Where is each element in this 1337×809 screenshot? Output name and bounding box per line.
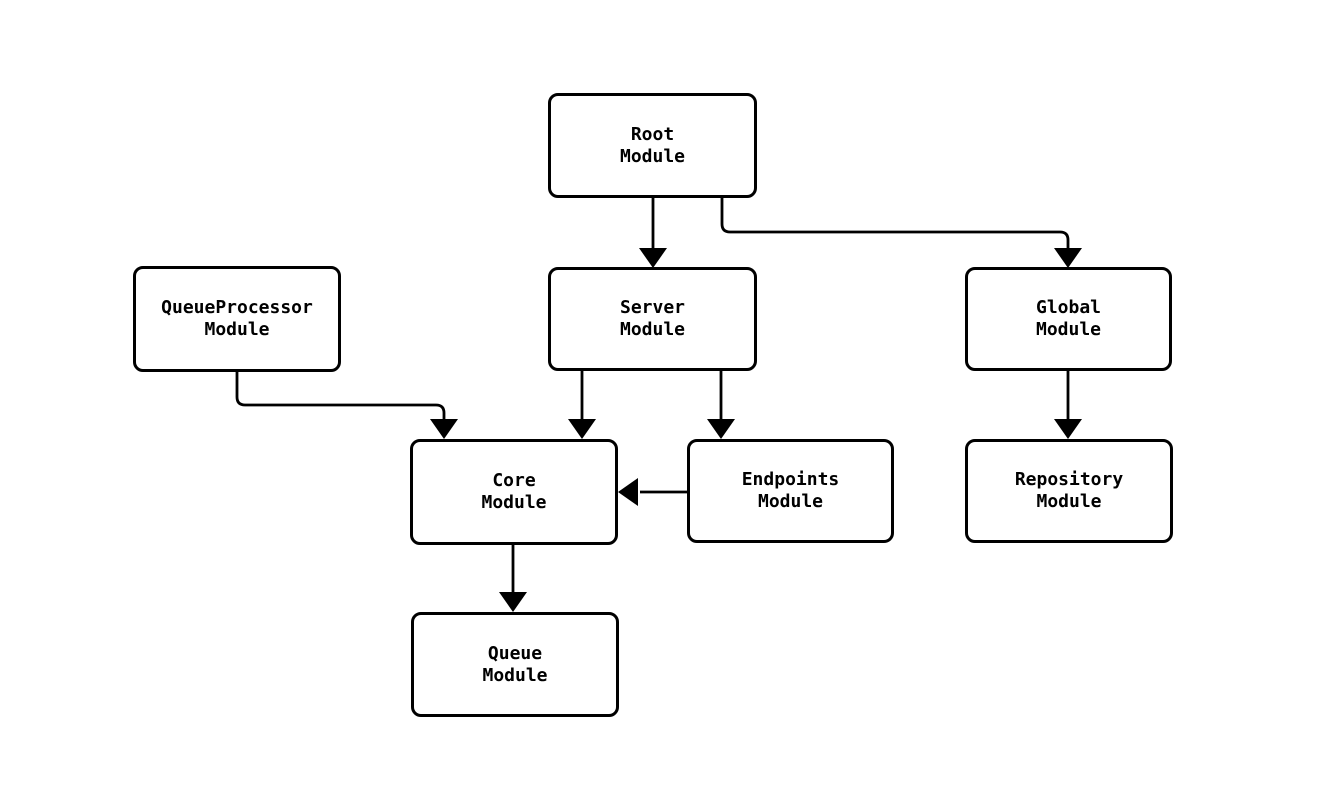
node-repository-module: Repository Module	[965, 439, 1173, 543]
arrowhead	[639, 248, 667, 268]
edge-line	[235, 371, 446, 421]
node-title: Queue	[487, 642, 543, 664]
edge-global-to-repository	[1054, 371, 1082, 439]
node-queueprocessor-module: QueueProcessor Module	[133, 266, 341, 372]
edge-root-to-server	[639, 198, 667, 268]
node-title: Root	[630, 123, 675, 145]
node-subtitle: Module	[481, 492, 547, 513]
node-server-module: Server Module	[548, 267, 757, 371]
arrowhead	[618, 478, 638, 506]
node-subtitle: Module	[757, 491, 824, 512]
node-subtitle: Module	[482, 664, 548, 686]
arrowhead	[430, 419, 458, 439]
edge-queueprocessor-to-core	[235, 371, 458, 439]
arrowhead	[568, 419, 596, 439]
node-subtitle: Module	[1035, 319, 1102, 340]
edge-line	[720, 198, 1070, 250]
node-title: Core	[492, 470, 536, 491]
node-title: Endpoints	[741, 469, 840, 490]
node-global-module: Global Module	[965, 267, 1172, 371]
arrowhead	[1054, 419, 1082, 439]
edge-core-to-queue	[499, 545, 527, 612]
node-endpoints-module: Endpoints Module	[687, 439, 894, 543]
edge-endpoints-to-core	[618, 478, 687, 506]
node-title: Global	[1035, 297, 1102, 318]
edge-server-to-endpoints	[707, 371, 735, 439]
node-title: Repository	[1014, 469, 1124, 490]
edge-root-to-global	[720, 198, 1082, 268]
arrowhead	[1054, 248, 1082, 268]
node-core-module: Core Module	[410, 439, 618, 545]
node-subtitle: Module	[619, 145, 686, 167]
node-title: QueueProcessor	[161, 297, 313, 318]
arrowhead	[707, 419, 735, 439]
node-queue-module: Queue Module	[411, 612, 619, 717]
edge-server-to-core	[568, 371, 596, 439]
node-subtitle: Module	[1036, 491, 1102, 512]
node-title: Server	[619, 297, 686, 318]
node-subtitle: Module	[619, 319, 686, 340]
arrowhead	[499, 592, 527, 612]
node-root-module: Root Module	[548, 93, 757, 198]
node-subtitle: Module	[204, 319, 270, 340]
